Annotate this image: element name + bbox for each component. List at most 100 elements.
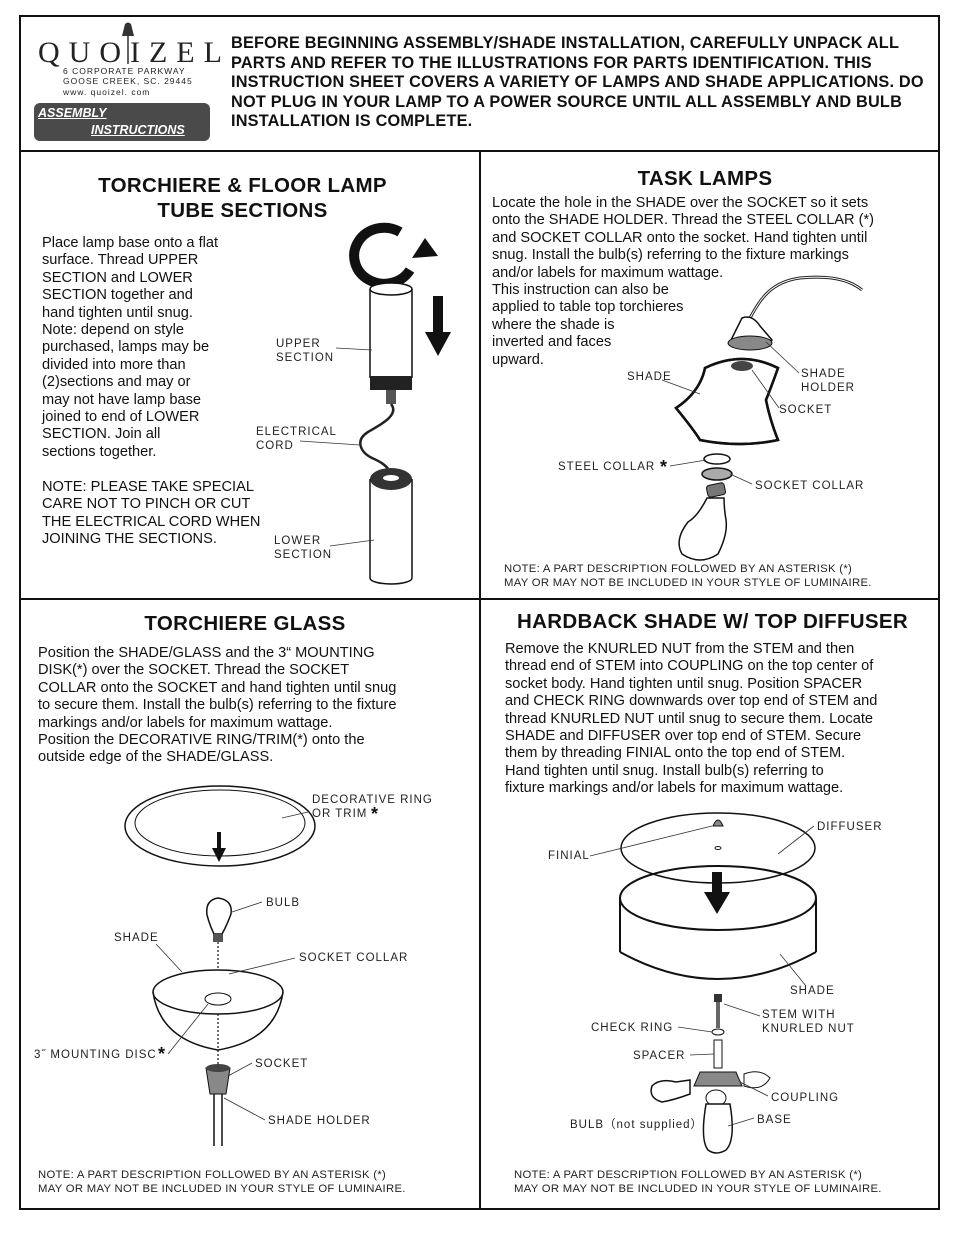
text-line: CORD [256,440,294,452]
text-line: and CHECK RING downwards over top end of… [505,693,878,710]
asterisk-disc: * [158,1044,166,1064]
divider-vertical [479,150,481,1210]
torchiere-floor-title-line-1: TORCHIERE & FLOOR LAMP [98,174,387,197]
label-stem: STEM WITH KNURLED NUT [762,1008,855,1036]
rotate-arrow-icon [349,222,438,289]
text-line: NOTE: A PART DESCRIPTION FOLLOWED BY AN … [504,563,853,575]
text-line: upward. [492,351,544,368]
text-line: purchased, lamps may be [42,339,210,356]
text-line: outside edge of the SHADE/GLASS. [38,749,274,766]
text-line: HOLDER [801,382,855,394]
electrical-cord [359,403,395,481]
text-line: Remove the KNURLED NUT from the STEM and… [505,641,855,657]
text-line: thread KNURLED NUT until snug to secure … [505,710,873,727]
label-task-socket: SOCKET [779,404,833,416]
label-check-ring: CHECK RING [591,1022,674,1034]
text-line: markings and/or labels for maximum watta… [38,714,333,731]
text-line: (2)sections and may or [42,374,191,391]
text-line: SECTION [276,352,335,364]
text-line: thread end of STEM into COUPLING on the … [505,658,874,675]
torchiere-glass-body: Position the SHADE/GLASS and the 3“ MOUN… [38,645,468,767]
label-glass-shade: SHADE [114,932,159,944]
text-line: to secure them. Install the bulb(s) refe… [38,697,397,714]
text-line: DECORATIVE RING [312,794,433,806]
text-line: socket body. Hand tighten until snug. Po… [505,675,863,692]
text-line: applied to table top torchieres [492,299,684,316]
label-glass-bulb: BULB [266,897,301,909]
text-line: divided into more than [42,356,186,373]
label-task-socket-collar: SOCKET COLLAR [755,480,865,492]
hardback-note: NOTE: A PART DESCRIPTION FOLLOWED BY AN … [514,1168,882,1196]
label-glass-socket: SOCKET [255,1058,309,1070]
text-line: snug. Install the bulb(s) referring to t… [492,247,849,264]
label-glass-shade-holder: SHADE HOLDER [268,1115,371,1127]
text-line: UPPER [276,338,321,350]
torchiere-floor-title-line-2: TUBE SECTIONS [157,199,328,222]
text-line: MAY OR MAY NOT BE INCLUDED IN YOUR STYLE… [504,577,872,589]
label-task-steel-collar: STEEL COLLAR [558,461,656,473]
text-line: NOTE: PLEASE TAKE SPECIAL [42,479,254,495]
text-line: Position the DECORATIVE RING/TRIM(*) ont… [38,732,365,749]
text-line: Note: depend on style [42,322,184,339]
upper-section-tube [369,282,413,404]
quoizel-logo: QUOIZEL [38,36,231,69]
hardback-body: Remove the KNURLED NUT from the STEM and… [505,641,935,798]
task-lamps-title: TASK LAMPS [637,167,773,190]
ring-down-arrow-icon [212,832,226,862]
text-line: JOINING THE SECTIONS. [42,531,217,548]
hardback-title: HARDBACK SHADE W/ TOP DIFFUSER [517,610,908,633]
intro-warning: BEFORE BEGINNING ASSEMBLY/SHADE INSTALLA… [231,34,924,130]
label-upper-section: UPPER SECTION [276,337,334,365]
lower-section-tube [369,468,413,585]
text-line: STEM WITH [762,1009,836,1021]
text-line: SHADE and DIFFUSER over top end of STEM.… [505,728,862,745]
address-website: www. quoizel. com [63,87,151,97]
torchiere-floor-title: TORCHIERE & FLOOR LAMP TUBE SECTIONS [40,173,445,223]
torchiere-floor-note: NOTE: PLEASE TAKE SPECIAL CARE NOT TO PI… [42,479,302,549]
address-line-1: 6 CORPORATE PARKWAY [63,66,186,76]
text-line: SECTION and LOWER [42,269,193,286]
text-line: Position the SHADE/GLASS and the 3“ MOUN… [38,645,375,661]
shade-down-arrow-icon [704,872,730,914]
label-finial: FINIAL [548,850,590,862]
text-line: Place lamp base onto a flat [42,235,219,251]
text-line: NOTE: A PART DESCRIPTION FOLLOWED BY AN … [514,1169,863,1181]
label-lower-section: LOWER SECTION [274,534,332,562]
label-spacer: SPACER [633,1050,686,1062]
task-lamps-note: NOTE: A PART DESCRIPTION FOLLOWED BY AN … [504,562,872,590]
label-task-shade: SHADE [627,371,672,383]
text-line: This instruction can also be [492,282,669,299]
label-electrical-cord: ELECTRICAL CORD [256,425,337,453]
text-line: ELECTRICAL [256,426,337,438]
label-mounting-disc: 3˝ MOUNTING DISC [34,1049,157,1061]
text-line: MAY OR MAY NOT BE INCLUDED IN YOUR STYLE… [514,1183,882,1195]
label-base: BASE [757,1114,792,1126]
text-line: LOWER [274,535,322,547]
text-line: surface. Thread UPPER [42,252,199,269]
label-hardback-shade: SHADE [790,985,835,997]
text-line: onto the SHADE HOLDER. Thread the STEEL … [492,212,875,229]
torchiere-floor-body: Place lamp base onto a flat surface. Thr… [42,235,262,461]
text-line: MAY OR MAY NOT BE INCLUDED IN YOUR STYLE… [38,1183,406,1195]
assembly-instructions-badge: ASSEMBLY INSTRUCTIONS [34,103,210,141]
text-line: SHADE [801,368,846,380]
text-line: inverted and faces [492,334,612,351]
text-line: and SOCKET COLLAR onto the socket. Hand … [492,229,868,246]
text-line: DISK(*) over the SOCKET. Thread the SOCK… [38,662,350,679]
text-line: KNURLED NUT [762,1023,855,1035]
text-line: THE ELECTRICAL CORD WHEN [42,513,261,530]
text-line: NOTE: A PART DESCRIPTION FOLLOWED BY AN … [38,1169,387,1181]
text-line: may not have lamp base [42,391,201,408]
label-bulb-not-supplied: BULB（not supplied） [570,1119,704,1131]
badge-line-1: ASSEMBLY [38,106,107,120]
label-task-shade-holder: SHADE HOLDER [801,367,855,395]
text-line: COLLAR onto the SOCKET and hand tighten … [38,679,397,696]
text-line: and/or labels for maximum wattage. [492,264,724,281]
label-coupling: COUPLING [771,1092,840,1104]
text-line: them by threading FINIAL onto the top en… [505,745,846,762]
torchiere-glass-title: TORCHIERE GLASS [144,612,346,635]
